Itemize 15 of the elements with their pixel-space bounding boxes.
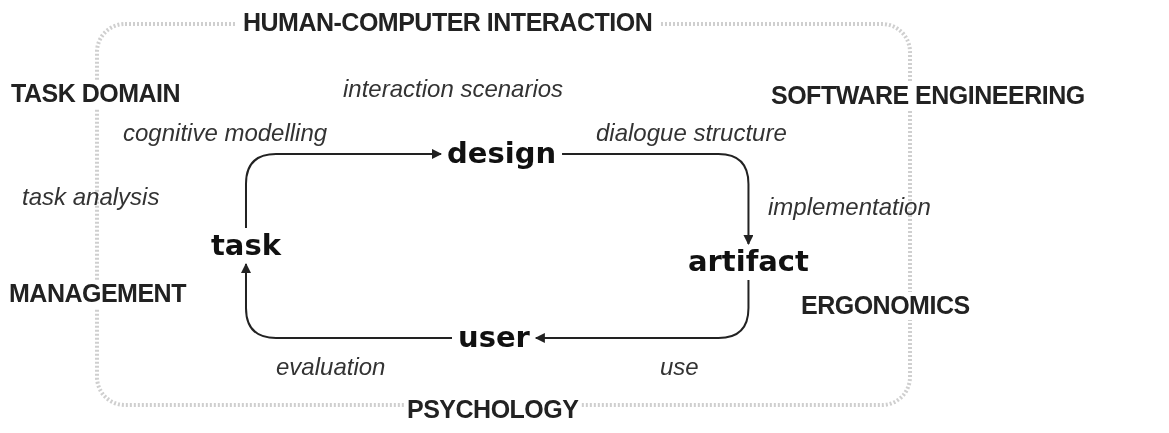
process-label: task analysis: [22, 184, 160, 211]
concept-label: task: [211, 230, 281, 262]
concept-label: artifact: [688, 246, 809, 278]
process-label: interaction scenarios: [343, 76, 564, 103]
concept-label: user: [458, 322, 530, 354]
arrow: [561, 152, 754, 245]
arrow: [245, 148, 442, 229]
process-label: dialogue structure: [596, 120, 787, 147]
process-label: implementation: [768, 194, 931, 221]
process-label: evaluation: [276, 354, 386, 381]
concept-label: design: [447, 138, 557, 170]
process-label: use: [660, 354, 699, 381]
arrow: [534, 278, 750, 343]
arrow: [241, 262, 453, 339]
process-label: cognitive modelling: [123, 120, 328, 147]
